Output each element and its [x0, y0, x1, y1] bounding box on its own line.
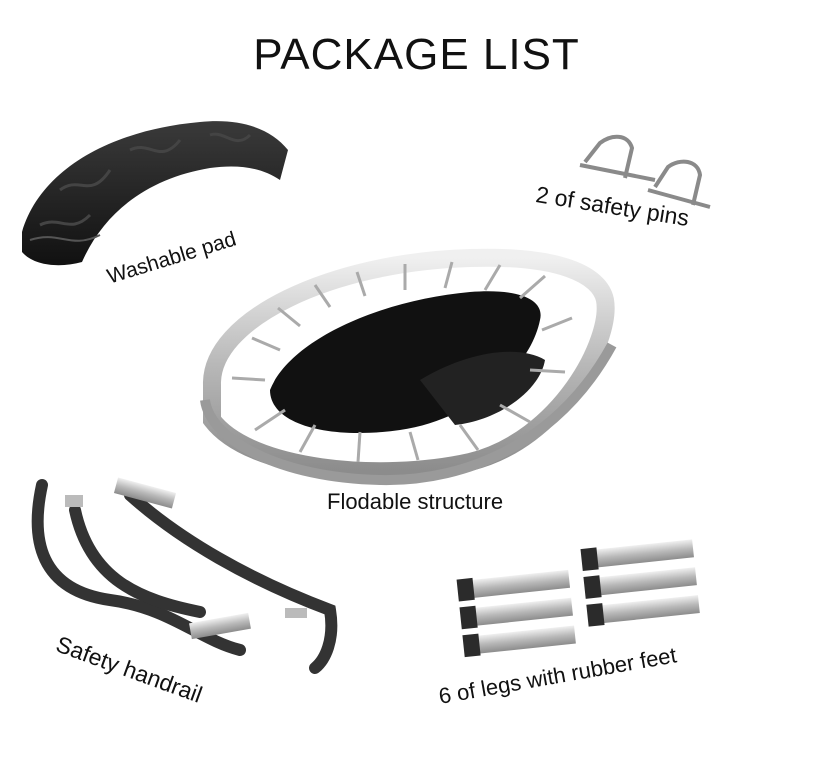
- page-title: PACKAGE LIST: [253, 30, 580, 79]
- safety-handrail: [31, 477, 338, 674]
- foldable-structure: [200, 248, 617, 486]
- washable-pad: [22, 121, 288, 266]
- legs-with-rubber-feet: [456, 539, 700, 658]
- foldable-structure-label: Flodable structure: [327, 489, 504, 514]
- safety-pins: [579, 134, 711, 209]
